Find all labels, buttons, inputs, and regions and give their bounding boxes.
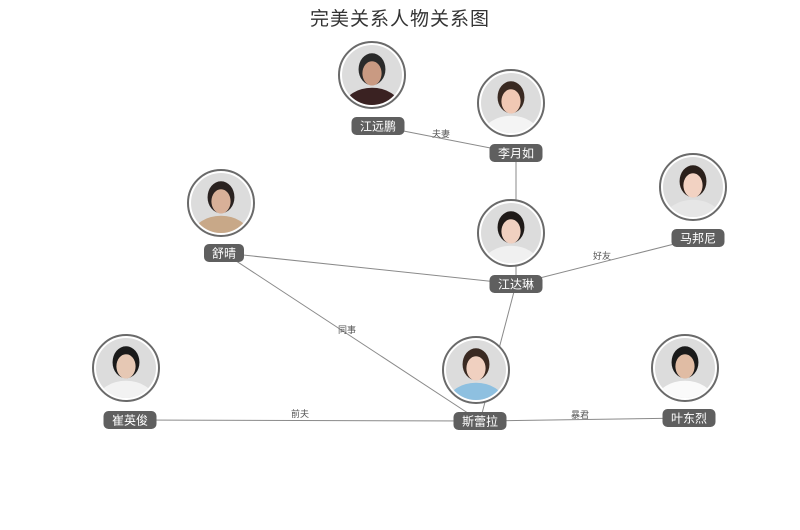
edge-label: 好友 — [593, 250, 611, 262]
diagram-title: 完美关系人物关系图 — [309, 8, 490, 30]
person-node-siweila[interactable]: 斯蕾拉 — [442, 336, 510, 430]
person-name: 斯蕾拉 — [462, 414, 498, 429]
person-node-cuiyingjun[interactable]: 崔英俊 — [92, 334, 160, 429]
person-name: 李月如 — [498, 146, 534, 161]
person-node-liyueru[interactable]: 李月如 — [477, 69, 545, 162]
person-node-shuqing[interactable]: 舒晴 — [187, 169, 255, 262]
name-pill — [671, 229, 725, 247]
edge-madangni-jiangdafei: 好友 — [515, 237, 699, 285]
person-name: 江达琳 — [498, 278, 534, 292]
person-name: 叶东烈 — [671, 412, 707, 426]
edge-line — [223, 252, 481, 422]
edge-cuiyingjun-siweila: 前夫 — [129, 408, 481, 422]
person-name: 崔英俊 — [112, 413, 148, 428]
person-node-madangni[interactable]: 马邦尼 — [659, 153, 727, 247]
name-pill — [204, 244, 244, 262]
person-node-jiangdafei[interactable]: 江达琳 — [477, 199, 545, 293]
person-name: 舒晴 — [212, 247, 236, 261]
name-pill — [489, 275, 543, 293]
avatar-photo — [663, 157, 723, 217]
edge-siweila-yedonglie: 暴君 — [479, 410, 690, 422]
person-name: 江远鹏 — [360, 120, 396, 134]
edge-line — [479, 417, 690, 422]
name-pill — [351, 117, 405, 135]
avatar-photo — [446, 340, 506, 400]
avatar-photo — [342, 45, 402, 105]
avatar-photo — [481, 203, 541, 263]
person-name: 马邦尼 — [680, 232, 716, 246]
edge-label: 同事 — [338, 324, 356, 336]
edge-label: 夫妻 — [432, 128, 450, 140]
avatar-photo — [96, 338, 156, 398]
name-pill — [103, 411, 157, 429]
person-node-jiangyuanpeng[interactable]: 江远鹏 — [338, 41, 406, 135]
edge-shuqing-jiangdafei — [223, 252, 517, 285]
avatar-photo — [191, 173, 251, 233]
name-pill — [662, 409, 716, 427]
edge-label: 暴君 — [571, 410, 589, 421]
edge-line — [223, 252, 517, 285]
person-node-yedonglie[interactable]: 叶东烈 — [651, 334, 719, 427]
edge-shuqing-siweila: 同事 — [223, 252, 481, 422]
name-pill — [453, 412, 507, 430]
avatar-photo — [481, 73, 541, 133]
edge-label: 前夫 — [291, 408, 309, 420]
name-pill — [489, 144, 543, 162]
edge-line — [515, 237, 699, 285]
avatar-photo — [655, 338, 715, 398]
edge-line — [129, 419, 481, 422]
